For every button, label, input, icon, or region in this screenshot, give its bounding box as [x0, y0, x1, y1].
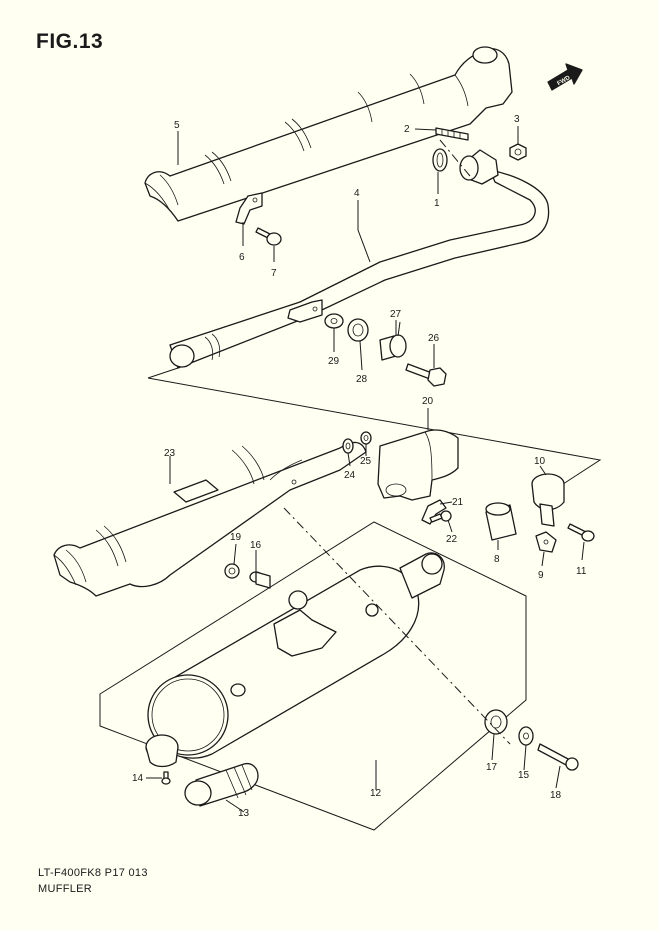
diagram-name: MUFFLER [38, 883, 93, 895]
alignment-line [283, 507, 511, 745]
callout-27: 27 [390, 309, 402, 320]
callout-24: 24 [344, 470, 356, 481]
callout-labels: 1 2 3 4 5 6 7 8 9 10 11 12 13 14 15 16 1… [132, 114, 587, 819]
callout-12: 12 [370, 788, 382, 799]
callout-14: 14 [132, 773, 144, 784]
clamp-10 [531, 473, 565, 527]
screw-14 [161, 771, 171, 785]
stud-bolt-2 [435, 127, 469, 141]
callout-11: 11 [576, 566, 587, 577]
figure-title: FIG.13 [36, 30, 104, 53]
spark-arrester-13 [184, 762, 259, 807]
callout-15: 15 [518, 770, 530, 781]
washer-25 [360, 431, 372, 445]
callout-9: 9 [538, 570, 544, 581]
callout-16: 16 [250, 540, 262, 551]
callout-17: 17 [486, 762, 498, 773]
clamp-cover-20 [377, 429, 459, 501]
callout-21: 21 [452, 497, 464, 508]
sleeve-8 [485, 502, 517, 541]
callout-22: 22 [446, 534, 458, 545]
grommet-17 [484, 709, 508, 735]
callout-8: 8 [494, 554, 500, 565]
nut-3 [509, 143, 527, 161]
callout-20: 20 [422, 396, 434, 407]
leader-lines [146, 126, 585, 813]
callout-1: 1 [434, 198, 440, 209]
callout-2: 2 [404, 124, 410, 135]
spacer-27 [379, 334, 407, 361]
bolt-22 [429, 510, 452, 523]
washer-15 [518, 726, 534, 746]
callout-28: 28 [356, 374, 368, 385]
callout-6: 6 [239, 252, 245, 263]
callout-29: 29 [328, 356, 340, 367]
diagram-code: LT-F400FK8 P17 013 [38, 867, 148, 879]
callout-5: 5 [174, 120, 180, 131]
callout-26: 26 [428, 333, 440, 344]
bracket-9 [535, 531, 557, 553]
section-divider [147, 367, 179, 379]
washer-24 [342, 438, 354, 454]
exhaust-pipe [169, 149, 550, 369]
grommet-19 [224, 563, 240, 579]
muffler-assembly-box [99, 521, 527, 831]
bolt-18 [537, 743, 579, 771]
callout-3: 3 [514, 114, 520, 125]
callout-10: 10 [534, 456, 546, 467]
bracket-6 [235, 192, 263, 225]
heat-shield-muffler [53, 441, 367, 597]
callout-23: 23 [164, 448, 176, 459]
bolt-7 [255, 227, 282, 246]
collar-28 [347, 318, 369, 342]
gasket-1 [432, 148, 448, 172]
fwd-arrow-icon: FWD [547, 63, 583, 91]
collar-16 [249, 571, 271, 589]
callout-13: 13 [238, 808, 250, 819]
callout-19: 19 [230, 532, 242, 543]
washer-29 [324, 313, 344, 329]
muffler-body-12 [145, 552, 445, 768]
callout-7: 7 [271, 268, 277, 279]
callout-4: 4 [354, 188, 360, 199]
bolt-26 [405, 363, 447, 387]
bolt-11 [567, 523, 595, 542]
heat-shield-upper [144, 46, 513, 222]
bracket-21 [421, 499, 447, 525]
callout-18: 18 [550, 790, 562, 801]
callout-25: 25 [360, 456, 372, 467]
